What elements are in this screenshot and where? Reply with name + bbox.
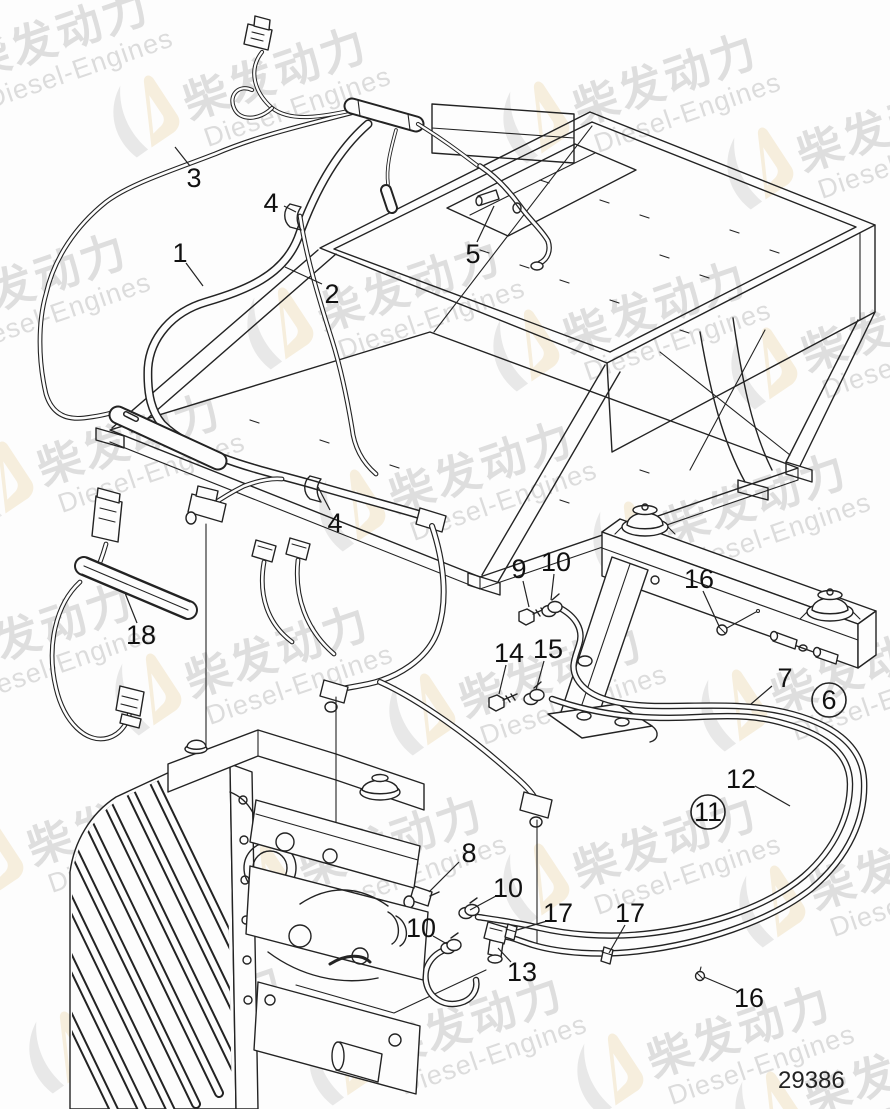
callout-label-4: 4	[263, 188, 278, 218]
diesel-engines-logo-icon	[104, 648, 189, 739]
callout-leader	[608, 924, 626, 954]
callout-label-17: 17	[615, 898, 645, 928]
cable-tie-17a	[504, 923, 518, 941]
diesel-engines-logo-icon	[236, 282, 321, 373]
clamp-10-bottom	[440, 932, 462, 955]
callout-leader	[535, 660, 545, 691]
plug-14	[488, 693, 518, 712]
callout-leader	[469, 895, 497, 911]
callout-leader	[703, 976, 738, 992]
callout-label-18: 18	[126, 620, 156, 650]
stub-connector-1	[251, 539, 277, 563]
vent-slots	[72, 769, 232, 1109]
callout-label-16: 16	[734, 983, 764, 1013]
callout-label-17: 17	[543, 898, 573, 928]
elbow-8	[403, 885, 440, 909]
clip-4a	[284, 203, 302, 231]
callout-label-2: 2	[324, 279, 339, 309]
diesel-engines-logo-icon	[728, 860, 813, 951]
callout-leader	[432, 935, 448, 945]
callout-label-11: 11	[694, 797, 722, 827]
callout-leader	[428, 861, 460, 893]
clamp-15	[523, 681, 545, 706]
callout-label-10: 10	[541, 547, 571, 577]
callout-leader	[185, 262, 204, 287]
grommet	[577, 655, 593, 667]
clip-4b	[304, 475, 322, 503]
callout-label-13: 13	[507, 957, 537, 987]
frame-hole-marks	[249, 179, 780, 504]
clamp-10-top	[541, 593, 563, 618]
diesel-engines-logo-icon	[102, 70, 187, 161]
callout-label-10: 10	[406, 913, 436, 943]
rubber-mount-1	[614, 503, 676, 537]
callout-leader	[702, 590, 720, 627]
drawing-number: 29386	[778, 1067, 845, 1094]
callout-leader	[750, 685, 773, 705]
engine-assembly	[69, 729, 429, 1109]
callout-label-7: 7	[777, 663, 792, 693]
wiring-harness	[37, 15, 553, 1014]
callout-leader	[497, 947, 512, 963]
stub-connector-2	[285, 537, 311, 561]
callout-label-4: 4	[327, 508, 342, 538]
diesel-engines-logo-icon	[308, 464, 393, 555]
callout-leader	[498, 664, 507, 695]
callout-label-1: 1	[172, 238, 187, 268]
transmission	[245, 799, 429, 1095]
callout-leader	[516, 920, 548, 931]
elbow-connector-b	[415, 507, 447, 533]
fuel-lever	[328, 954, 372, 966]
callout-circle	[690, 794, 726, 830]
callout-circle	[811, 682, 847, 718]
screw-16-bottom	[694, 966, 706, 982]
callout-leader	[124, 592, 138, 624]
callout-leader	[174, 146, 191, 167]
rubber-mount-2	[799, 588, 861, 622]
cable-18-connector-bottom	[115, 685, 145, 717]
elbow-13	[483, 921, 509, 964]
callout-leader	[522, 580, 530, 608]
callout-label-3: 3	[186, 163, 201, 193]
callout-label-8: 8	[461, 838, 476, 868]
elbow-connector-d	[519, 791, 553, 819]
diesel-engines-logo-icon	[492, 76, 577, 167]
elbow-connector-c	[319, 679, 349, 704]
screw-16-top	[716, 609, 760, 636]
callout-label-10: 10	[493, 873, 523, 903]
callout-label-15: 15	[533, 634, 563, 664]
callout-leader	[283, 205, 297, 213]
callout-leader	[317, 486, 331, 511]
diesel-engines-logo-icon	[378, 668, 463, 759]
callout-label-14: 14	[494, 638, 524, 668]
callout-label-12: 12	[726, 764, 756, 794]
callout-leader	[550, 573, 555, 601]
callout-label-6: 6	[821, 685, 836, 715]
callout-leader	[754, 785, 791, 807]
leader-line	[295, 969, 487, 1014]
callout-label-5: 5	[465, 239, 480, 269]
callout-label-16: 16	[684, 564, 714, 594]
callout-label-9: 9	[511, 554, 526, 584]
cable-18	[49, 487, 198, 742]
fittings	[403, 593, 706, 982]
callout-leader	[476, 205, 495, 243]
callout-leader	[284, 266, 323, 285]
pipe-5	[475, 163, 552, 271]
